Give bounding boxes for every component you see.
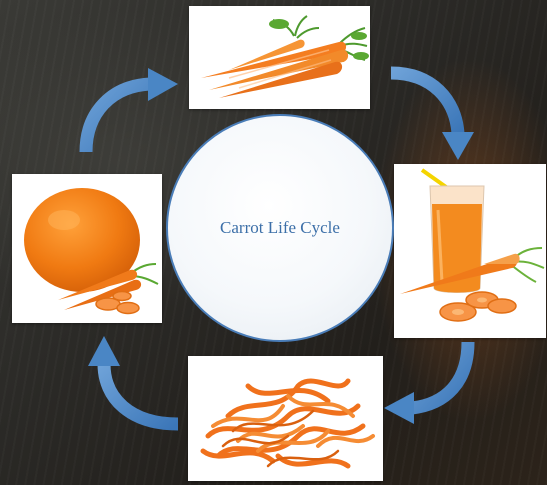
carrot-peels-card [188, 356, 383, 481]
carrot-juice-card [394, 164, 546, 338]
arrow-right-to-bottom [384, 342, 468, 424]
carrot-powder-image [12, 174, 162, 323]
center-title: Carrot Life Cycle [220, 218, 340, 238]
carrot-juice-image [394, 164, 546, 338]
fresh-carrots-image [189, 6, 370, 109]
fresh-carrots-card [189, 6, 370, 109]
arrow-top-to-right [391, 73, 474, 160]
arrow-left-to-top [86, 68, 178, 152]
carrot-powder-card [12, 174, 162, 323]
center-circle: Carrot Life Cycle [166, 114, 394, 342]
arrow-bottom-to-left [88, 336, 178, 424]
carrot-peels-image [188, 356, 383, 481]
